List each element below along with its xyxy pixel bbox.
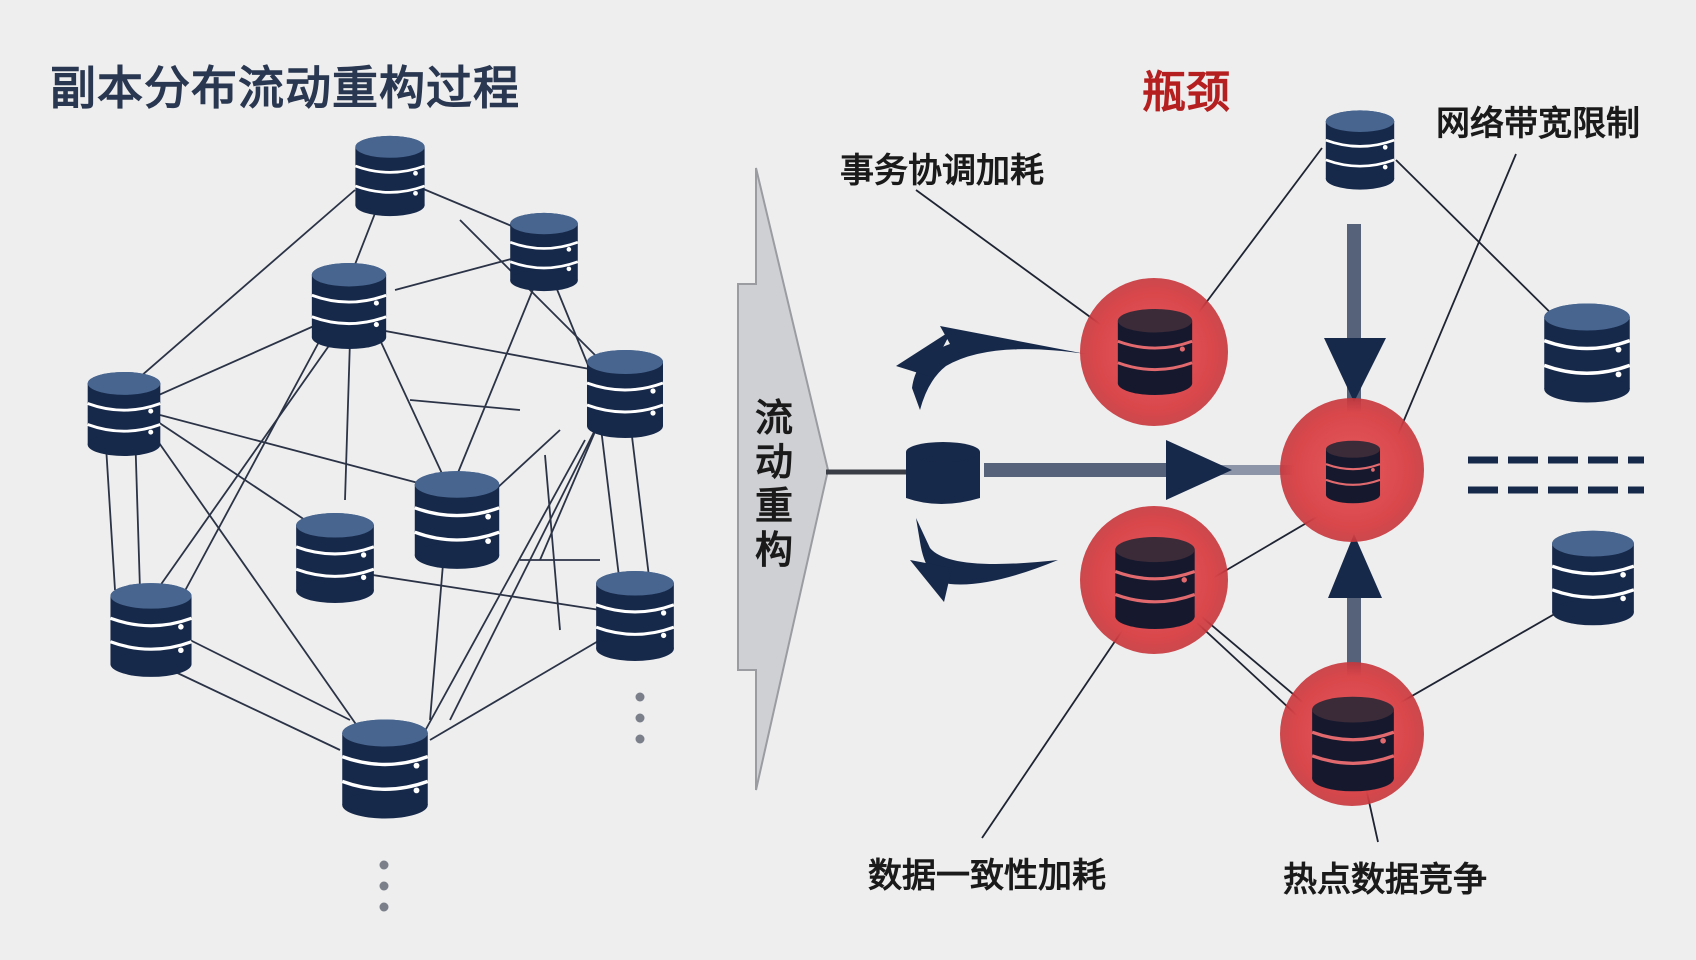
database-icon: [353, 135, 427, 217]
database-icon: [340, 717, 430, 821]
bottleneck-nodes: [1080, 278, 1424, 806]
connector-lines: [915, 147, 1573, 843]
database-icon: [508, 212, 580, 292]
database-icon: [1324, 108, 1396, 192]
database-icon: [1310, 694, 1396, 794]
label-data-consistency: 数据一致性加耗: [868, 856, 1106, 896]
database-icon: [413, 470, 501, 570]
database-icon: [86, 371, 162, 457]
left-panel-title: 副本分布流动重构过程: [50, 61, 520, 115]
database-icon: [1550, 529, 1636, 627]
arrow-label: 流动重构: [754, 396, 793, 572]
ellipsis-icon: [379, 860, 389, 912]
label-transaction-coordination: 事务协调加耗: [840, 151, 1044, 191]
network-nodes: [86, 135, 676, 821]
ellipsis-icon: [635, 692, 645, 744]
bottleneck-title: 瓶颈: [1142, 67, 1230, 118]
dashed-separator: [1468, 456, 1644, 494]
arrow-icon: [737, 167, 830, 791]
database-icon: [294, 512, 376, 604]
database-icon: [1113, 536, 1197, 630]
label-hotspot-contention: 热点数据竞争: [1283, 860, 1487, 900]
database-icon: [594, 570, 676, 662]
right-nodes: [1324, 108, 1636, 627]
database-icon: [1542, 301, 1632, 405]
database-icon: [585, 349, 665, 439]
database-icon: [108, 582, 194, 678]
database-icon: [1116, 308, 1194, 396]
label-bandwidth-limit: 网络带宽限制: [1436, 104, 1640, 144]
database-icon: [310, 262, 388, 350]
database-icon: [1324, 440, 1382, 504]
